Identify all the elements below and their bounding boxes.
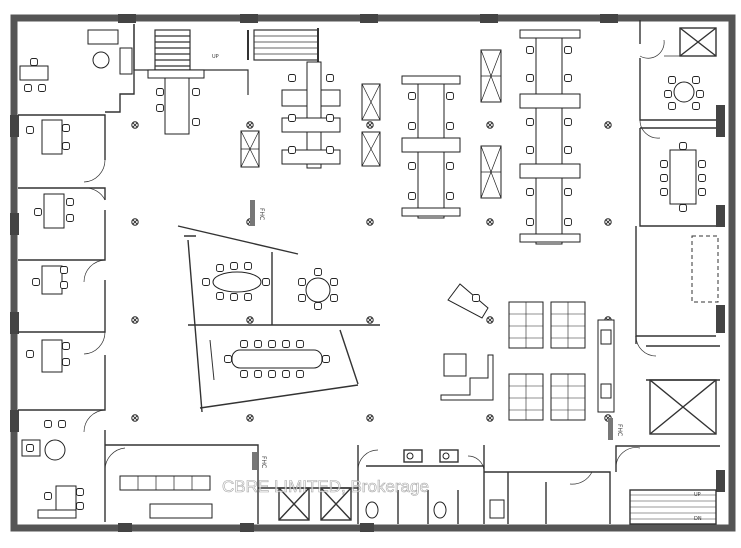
right-rooms (635, 20, 720, 435)
stair-dn-label-right: DN (694, 516, 702, 522)
office-row-left (18, 24, 135, 522)
team-tables (508, 301, 586, 421)
kitchen-counter (597, 319, 615, 413)
washroom-fixtures (365, 452, 505, 519)
fhc-label-right: FHC (616, 424, 623, 436)
workstations-center (401, 29, 581, 245)
fhc-label-bottom: FHC (260, 456, 267, 468)
workstations-top-left (147, 61, 381, 169)
fire-hose-cabinet-top (250, 200, 255, 226)
service-core-bottom (104, 444, 720, 525)
conference-tables (212, 271, 331, 369)
stair-up-label-right: UP (694, 492, 701, 498)
fire-hose-cabinet-bottom (252, 452, 257, 470)
lounge-furniture (440, 283, 494, 401)
fire-hose-cabinet-right (608, 418, 613, 440)
glass-boardroom (177, 225, 380, 413)
brokerage-watermark: CBRE LIMITED, Brokerage (222, 477, 429, 496)
office-furniture (19, 29, 133, 519)
lounge-chairs (472, 294, 480, 302)
right-room-tables (669, 81, 697, 205)
stair-room-top (133, 24, 319, 95)
fhc-label-top: FHC (258, 208, 265, 220)
stair-up-label: UP (212, 54, 219, 60)
storage-counter (119, 475, 213, 519)
wall-windows (10, 14, 725, 532)
